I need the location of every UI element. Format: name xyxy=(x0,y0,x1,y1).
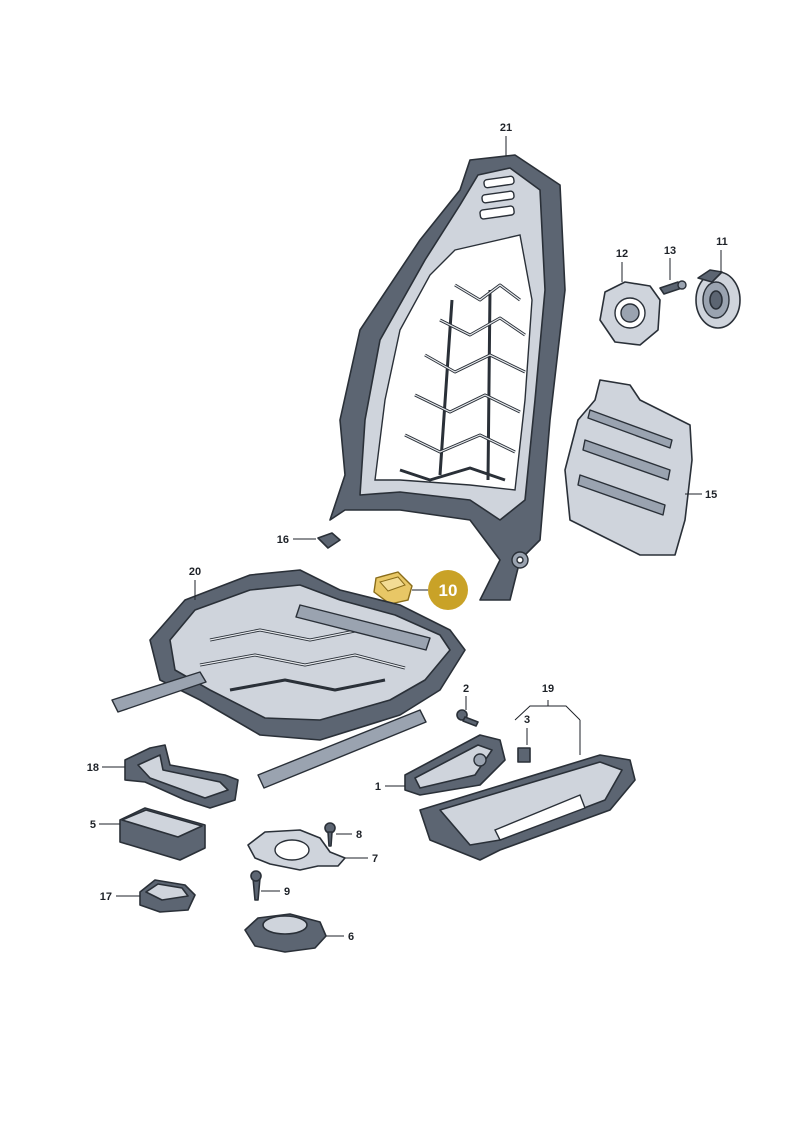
part-1-switch-module xyxy=(404,734,506,796)
part-18-bracket xyxy=(124,744,239,809)
callout-13: 13 xyxy=(664,245,676,257)
part-17-connector-block xyxy=(139,879,196,913)
callout-3: 3 xyxy=(524,714,530,726)
part-16-clip xyxy=(317,532,341,549)
highlight-badge-10: 10 xyxy=(428,570,468,610)
part-2-screw xyxy=(456,709,479,727)
callout-20: 20 xyxy=(189,566,201,578)
callout-7: 7 xyxy=(372,853,378,865)
callout-5: 5 xyxy=(90,819,96,831)
callout-9: 9 xyxy=(284,886,290,898)
callout-11: 11 xyxy=(716,236,728,248)
part-15-rear-panel xyxy=(564,379,693,556)
part-11-round-unit xyxy=(695,269,741,329)
callout-8: 8 xyxy=(356,829,362,841)
callout-18: 18 xyxy=(87,762,99,774)
part-6-motor xyxy=(244,913,327,953)
callout-2: 2 xyxy=(463,683,469,695)
part-5-control-box xyxy=(119,807,206,861)
callout-labels: 21 12 13 11 15 16 20 2 19 3 18 1 5 8 7 9… xyxy=(87,122,728,943)
backrest-wire-mat xyxy=(399,283,526,482)
callout-17: 17 xyxy=(100,891,112,903)
part-9-bolt xyxy=(250,870,262,901)
callout-12: 12 xyxy=(616,248,628,260)
leader-lines xyxy=(99,136,722,937)
backrest-frame xyxy=(329,154,566,601)
callout-6: 6 xyxy=(348,931,354,943)
callout-1: 1 xyxy=(375,781,381,793)
callout-16: 16 xyxy=(277,534,289,546)
callout-15: 15 xyxy=(705,489,717,501)
part-20-seat-frame xyxy=(149,569,466,741)
part-7-bracket-plate xyxy=(247,829,346,871)
highlight-badge-label: 10 xyxy=(439,581,458,600)
part-12-bracket xyxy=(599,281,661,346)
callout-19: 19 xyxy=(542,683,554,695)
part-10-connector xyxy=(373,571,413,605)
part-13-screw xyxy=(659,280,687,295)
part-19-side-trim xyxy=(419,754,636,861)
callout-21: 21 xyxy=(500,122,512,134)
part-3-clip xyxy=(517,747,531,763)
seat-rails xyxy=(111,671,427,789)
part-8-screw xyxy=(324,822,336,847)
highlight-badge-circle xyxy=(428,570,468,610)
